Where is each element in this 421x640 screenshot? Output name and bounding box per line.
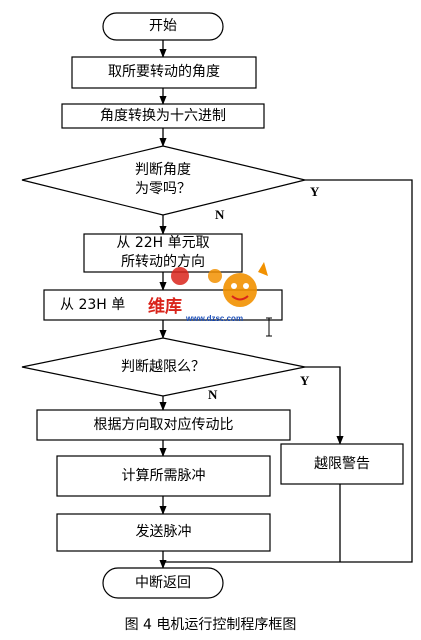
get-dir-line2: 所转动的方向 bbox=[121, 254, 205, 270]
limit-warn-label: 越限警告 bbox=[314, 455, 370, 472]
watermark-ball-icon bbox=[171, 267, 189, 285]
connectors bbox=[159, 40, 413, 569]
start-terminal bbox=[102, 12, 224, 41]
send-pulse-label: 发送脉冲 bbox=[135, 524, 192, 540]
convert-hex-label: 角度转换为十六进制 bbox=[100, 107, 226, 124]
watermark-ball-icon-2 bbox=[208, 269, 222, 283]
watermark-face-icon bbox=[223, 273, 257, 307]
end-label: 中断返回 bbox=[135, 574, 191, 591]
get-dir-box bbox=[83, 233, 243, 273]
check-zero-line2: 为零吗？ bbox=[135, 181, 191, 197]
watermark-logo bbox=[171, 262, 268, 307]
branch-yes-zero bbox=[163, 179, 413, 563]
limit-warn-box bbox=[280, 443, 404, 485]
start-label: 开始 bbox=[149, 18, 177, 34]
calc-pulse-label: 计算所需脉冲 bbox=[121, 467, 206, 484]
yes-label-limit: Y bbox=[300, 373, 310, 388]
watermark-star-icon bbox=[258, 262, 268, 276]
no-label-limit: N bbox=[208, 387, 218, 402]
text-cursor-icon bbox=[266, 317, 272, 337]
get-ratio-label: 根据方向取对应传动比 bbox=[93, 416, 234, 433]
watermark-logo-text: 维库 bbox=[148, 297, 182, 316]
yes-label-zero: Y bbox=[310, 184, 320, 199]
shapes bbox=[21, 12, 404, 599]
convert-hex-box bbox=[61, 103, 265, 129]
figure-caption: 图 4 电机运行控制程序框图 bbox=[124, 617, 297, 633]
calc-pulse-box bbox=[56, 455, 271, 497]
get-23h-label: 从 23H 单 bbox=[60, 296, 126, 313]
get-ratio-box bbox=[36, 409, 291, 441]
check-limit-label: 判断越限么？ bbox=[121, 358, 205, 375]
check-zero-diamond bbox=[21, 145, 306, 216]
get-angle-label: 取所要转动的角度 bbox=[108, 64, 220, 80]
watermark-url: www.dzsc.com bbox=[186, 314, 244, 323]
get-dir-label: 从 22H 单元取 所转动的方向 bbox=[84, 234, 242, 272]
end-terminal bbox=[102, 567, 224, 599]
no-label-zero: N bbox=[215, 207, 225, 222]
send-pulse-box bbox=[56, 513, 271, 552]
branch-yes-limit bbox=[305, 366, 344, 445]
get-angle-box bbox=[71, 56, 257, 89]
check-zero-label: 判断角度 为零吗？ bbox=[93, 160, 233, 200]
check-limit-diamond bbox=[21, 337, 306, 397]
get-dir-line1: 从 22H 单元取 bbox=[116, 235, 210, 251]
check-zero-line1: 判断角度 bbox=[135, 162, 191, 178]
